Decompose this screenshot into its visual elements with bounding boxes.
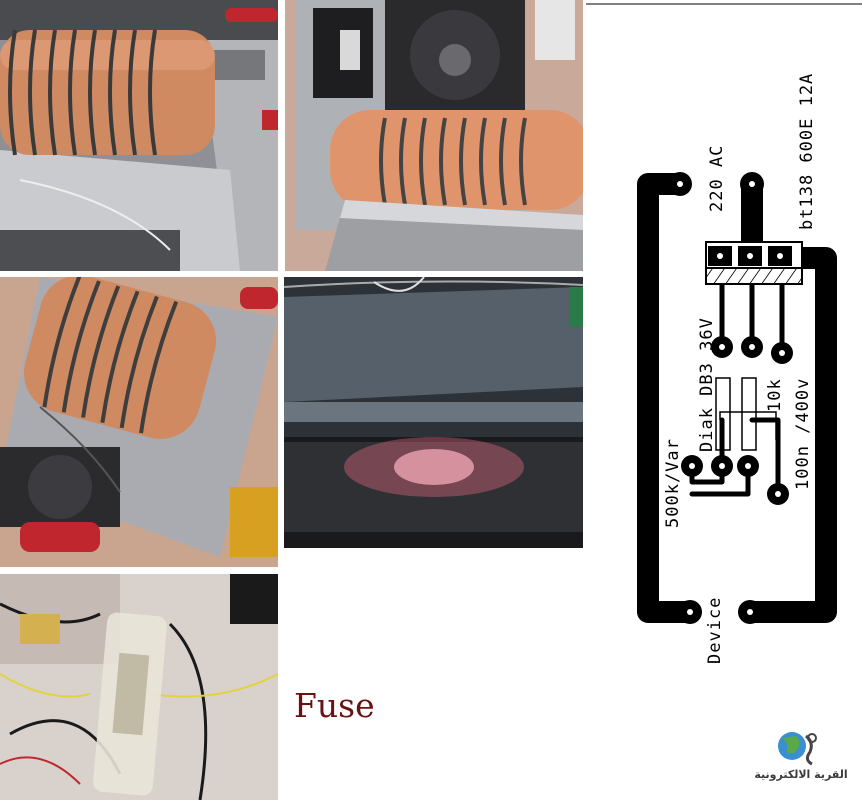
- clay-coil: [23, 277, 217, 439]
- label-pot: 500k/Var: [663, 438, 683, 528]
- coil-windings: [379, 117, 527, 206]
- component-outlines: [715, 377, 777, 451]
- logo-text: القرية الالكترونية: [754, 768, 848, 781]
- label-resistor: 10k: [765, 378, 785, 412]
- site-logo: القرية الالكترونية: [742, 728, 860, 798]
- coil-windings: [42, 277, 179, 434]
- photo-fuse-wiring: [0, 574, 278, 800]
- label-triac: bt138 600E 12A: [797, 73, 817, 230]
- label-capacitor: 100n /400v: [793, 378, 813, 490]
- pcb-layout: bt138 600E 12A 220 AC Diak DB3 36V 10k 1…: [586, 3, 862, 664]
- label-diac: Diak DB3 36V: [697, 317, 717, 452]
- photo-coil-fan: [285, 0, 583, 271]
- label-supply: 220 AC: [707, 145, 727, 212]
- label-device: Device: [705, 597, 725, 664]
- fuse-label: Fuse: [294, 686, 375, 725]
- photo-coil-chassis: [0, 0, 278, 271]
- clay-coil: [330, 110, 583, 210]
- coil-windings: [8, 29, 157, 156]
- photo-coil-open-chassis: [0, 277, 278, 567]
- photo-heater-glowing: [284, 277, 583, 548]
- triac-pads: [705, 241, 803, 285]
- globe-icon: [778, 732, 817, 766]
